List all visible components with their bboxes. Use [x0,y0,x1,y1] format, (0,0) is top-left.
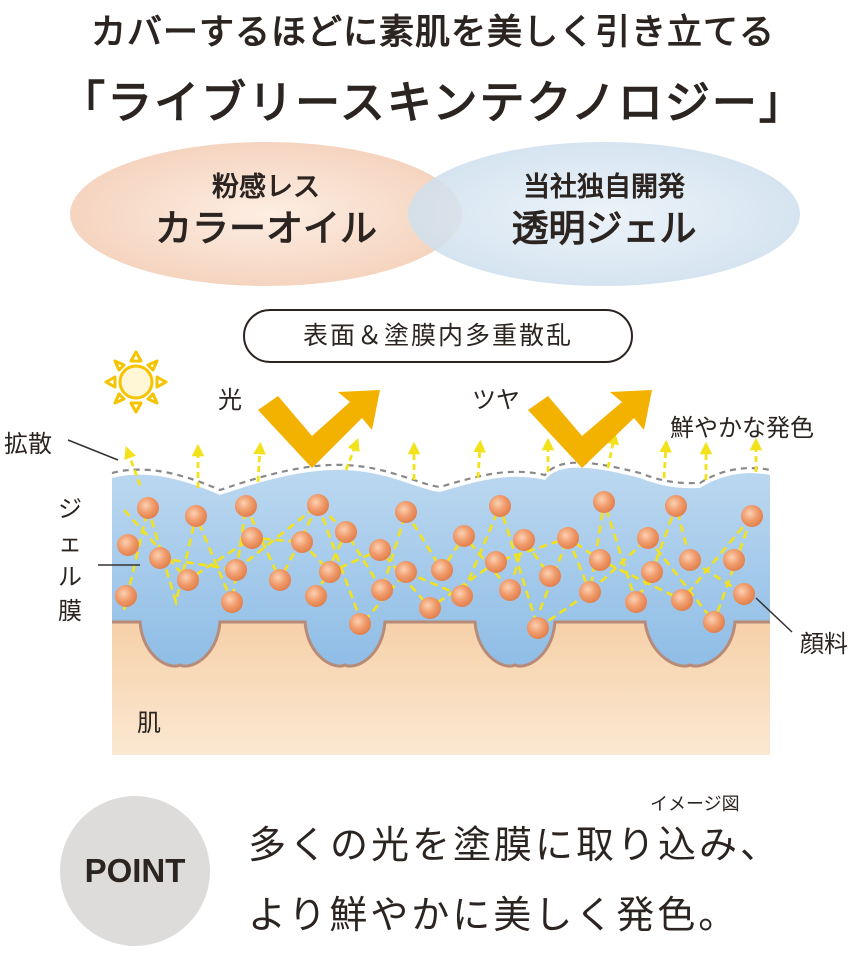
label-skin: 肌 [137,709,161,737]
feature-ellipses [70,142,800,286]
pigment-particle [305,585,327,607]
pigment-particle [539,565,561,587]
pigment-particle [117,534,139,556]
pigment-particle [395,501,417,523]
pigment-particle [369,539,391,561]
feature-gel-large: 透明ジェル [511,207,697,250]
diffusion-arrow [606,431,619,469]
pigment-particle [741,505,763,527]
pigment-particle [335,521,357,543]
pigment-particle [485,551,507,573]
skin-surface-line [112,620,770,668]
diffusion-arrow [659,439,672,479]
pigment-particle [453,525,475,547]
light-arrow [258,390,380,468]
pigment-particle [185,505,207,527]
diffusion-arrows [124,431,763,488]
pigment-particle [291,531,313,553]
pigment-particle [671,589,693,611]
label-gloss: ツヤ [472,386,520,414]
label-diffusion: 拡散 [4,430,52,458]
pigment-particle [499,579,521,601]
pigment-particle [431,559,453,581]
pigment-particle [703,611,725,633]
gel-surface-dashed [111,461,771,492]
label-light: 光 [218,386,242,414]
point-text-line2: より鮮やかに美しく発色。 [248,893,740,937]
pigment-particle [451,585,473,607]
pigment-particle [589,549,611,571]
pigment-particles [115,491,763,639]
feature-gel: 当社独自開発 透明ジェル [458,170,750,252]
point-badge: POINT [60,796,210,946]
diffusion-arrow [344,438,360,471]
pigment-particle [225,559,247,581]
label-vivid: 鮮やかな発色 [670,414,814,442]
diffusion-arrow [473,439,486,479]
diffusion-arrow [253,441,266,483]
pigment-particle [513,529,535,551]
pigment-particle [489,495,511,517]
pigment-particle [665,495,687,517]
pigment-particle [307,494,329,516]
label-pigment: 顔料 [800,630,848,658]
pigment-particle [269,569,291,591]
pigment-particle [371,579,393,601]
feature-gel-small: 当社独自開発 [523,172,685,203]
pigment-particle [221,591,243,613]
label-gel-film: ジェル膜 [58,495,82,625]
pigment-particle [319,561,341,583]
pigment-leader [755,597,793,633]
scatter-pill-label: 表面＆塗膜内多重散乱 [243,309,633,363]
pigment-particle [419,597,441,619]
skin-diagram [67,350,793,755]
pigment-particle [177,569,199,591]
scatter-line [159,502,754,631]
pigment-particle [593,491,615,513]
pigment-particle [723,549,745,571]
pigment-particle [395,561,417,583]
pigment-particle [733,583,755,605]
feature-oil-large: カラーオイル [155,207,377,250]
pigment-particle [349,613,371,635]
pigment-particle [241,527,263,549]
pigment-particle [527,617,549,639]
sun-icon [104,350,168,414]
feature-oil: 粉感レス カラーオイル [120,170,412,252]
pigment-particle [557,527,579,549]
feature-ellipse-oil [70,142,462,286]
pigment-particle [149,547,171,569]
gloss-arrow [528,390,652,468]
pigment-particle [115,585,137,607]
headline-line1: カバーするほどに素肌を美しく引き立てる [90,13,775,53]
pigment-particle [235,495,257,517]
pigment-particle [637,527,659,549]
point-text-line1: 多くの光を塗膜に取り込み、 [248,823,782,867]
diffusion-leader [67,439,119,461]
image-caption: イメージ図 [650,794,740,815]
feature-ellipse-gel [408,142,800,286]
pigment-particle [679,549,701,571]
pigment-particle [625,591,647,613]
feature-oil-small: 粉感レス [212,172,320,203]
pigment-particle [579,581,601,603]
pigment-particle [641,561,663,583]
headline-line2: 「ライブリースキンテクノロジー」 [60,76,806,129]
diffusion-arrow [124,446,142,486]
pigment-particle [137,497,159,519]
